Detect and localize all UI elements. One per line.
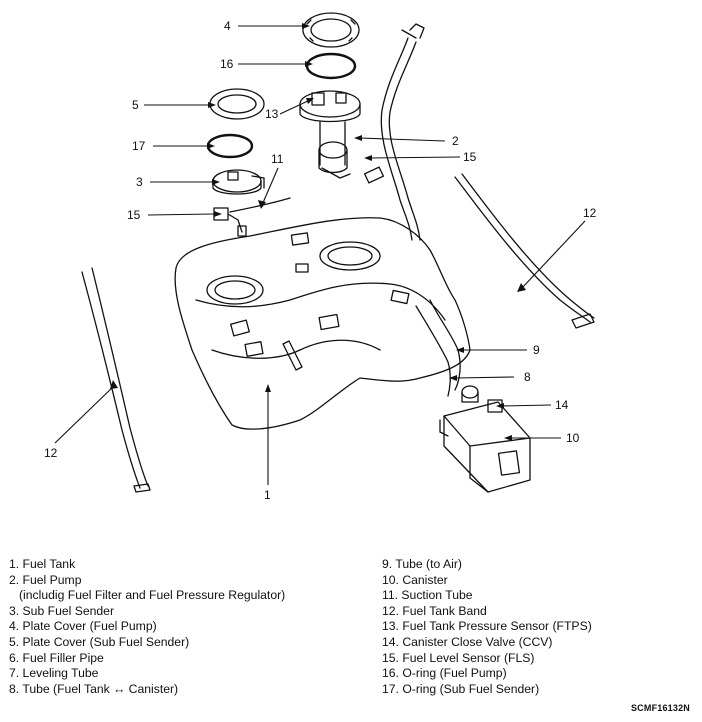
leader-13 — [279, 99, 311, 115]
callout-12-left: 12 — [44, 446, 58, 460]
canister-close-valve — [461, 385, 503, 413]
figure-code: SCMF16132N — [630, 703, 690, 713]
fuel-filler-pipe — [380, 37, 413, 241]
fuel-tank-band-left — [81, 271, 141, 489]
fuel-level-sensor-pump — [363, 166, 385, 184]
callout-3: 3 — [136, 175, 143, 189]
leader-15-left — [147, 213, 215, 216]
callout-2: 2 — [452, 134, 459, 148]
leader-2 — [359, 137, 446, 142]
fuel-tank-recess-1 — [230, 319, 250, 337]
legend-item-o-ring-sender: 17. O-ring (Sub Fuel Sender) — [382, 681, 540, 696]
tube-tank-canister — [415, 305, 451, 397]
legend-item-fuel-pump-note: (includig Fuel Filter and Fuel Pressure … — [19, 588, 286, 603]
callout-16: 16 — [220, 57, 234, 71]
legend-item-tube-tank-canister: 8. Tube (Fuel Tank ↔ Canister) — [9, 681, 179, 696]
fuel-tank-recess-5 — [390, 289, 410, 305]
fuel-tank-band-right — [454, 176, 591, 323]
leader-15-top — [369, 156, 461, 159]
fuel-tank-outline — [174, 217, 471, 430]
callout-17: 17 — [132, 139, 146, 153]
callout-1: 1 — [264, 488, 271, 502]
callout-4: 4 — [224, 19, 231, 33]
sub-sender-opening — [206, 275, 264, 305]
leader-11 — [261, 167, 279, 206]
sub-fuel-sender — [212, 169, 265, 195]
plate-cover-fuel-pump — [302, 12, 360, 48]
legend-item-canister: 10. Canister — [382, 572, 448, 587]
callout-14: 14 — [555, 398, 569, 412]
fuel-tank-inner-ridge — [195, 282, 446, 321]
legend-left-column: 1. Fuel Tank 2. Fuel Pump (includig Fuel… — [9, 557, 349, 697]
callout-11: 11 — [271, 152, 284, 166]
canister — [439, 401, 531, 493]
legend-item-ccv: 14. Canister Close Valve (CCV) — [382, 634, 553, 649]
callout-12-right: 12 — [583, 206, 597, 220]
legend-item-tank-band: 12. Fuel Tank Band — [382, 603, 487, 618]
legend-item-ftps: 13. Fuel Tank Pressure Sensor (FTPS) — [382, 619, 592, 634]
pump-opening — [319, 241, 381, 271]
callout-10: 10 — [566, 431, 580, 445]
legend-right-column: 9. Tube (to Air) 10. Canister 11. Suctio… — [382, 557, 692, 697]
legend-item-leveling-tube: 7. Leveling Tube — [9, 666, 99, 681]
callout-15-left: 15 — [127, 208, 141, 222]
legend-item-suction-tube: 11. Suction Tube — [382, 588, 473, 603]
o-ring-fuel-pump — [305, 52, 357, 80]
legend-item-o-ring-pump: 16. O-ring (Fuel Pump) — [382, 666, 507, 681]
callout-15-top: 15 — [463, 150, 477, 164]
legend-item-fls: 15. Fuel Level Sensor (FLS) — [382, 650, 535, 665]
leader-8 — [454, 376, 515, 379]
fuel-tank-lower-ridge — [211, 339, 381, 359]
leader-12-left — [54, 384, 116, 444]
legend-item-fuel-tank: 1. Fuel Tank — [9, 557, 76, 571]
fuel-tank-recess-4 — [290, 232, 310, 246]
plate-cover-sub-sender — [209, 88, 265, 120]
legend-item-fuel-pump: 2. Fuel Pump — [9, 572, 82, 587]
fuel-tank-slot — [282, 340, 303, 371]
callout-8: 8 — [524, 370, 531, 384]
fuel-system-diagram: 4 16 5 13 17 2 11 15 3 15 12 9 8 14 10 1… — [44, 12, 597, 502]
legend-item-plate-cover-sender: 5. Plate Cover (Sub Fuel Sender) — [9, 634, 190, 649]
fuel-tank-recess-3 — [244, 341, 264, 357]
legend-item-filler-pipe: 6. Fuel Filler Pipe — [9, 650, 104, 665]
leader-14 — [501, 404, 552, 407]
legend-item-sub-fuel-sender: 3. Sub Fuel Sender — [9, 603, 115, 618]
callout-5: 5 — [132, 98, 139, 112]
legend-item-plate-cover-pump: 4. Plate Cover (Fuel Pump) — [9, 619, 157, 634]
callout-13: 13 — [265, 107, 279, 121]
fuel-pump-assembly — [299, 90, 361, 179]
legend-item-tube-to-air: 9. Tube (to Air) — [382, 557, 462, 571]
leader-12-right — [521, 220, 586, 289]
fuel-tank-recess-6 — [295, 263, 309, 273]
callout-9: 9 — [533, 343, 540, 357]
fuel-tank-recess-2 — [318, 313, 340, 331]
